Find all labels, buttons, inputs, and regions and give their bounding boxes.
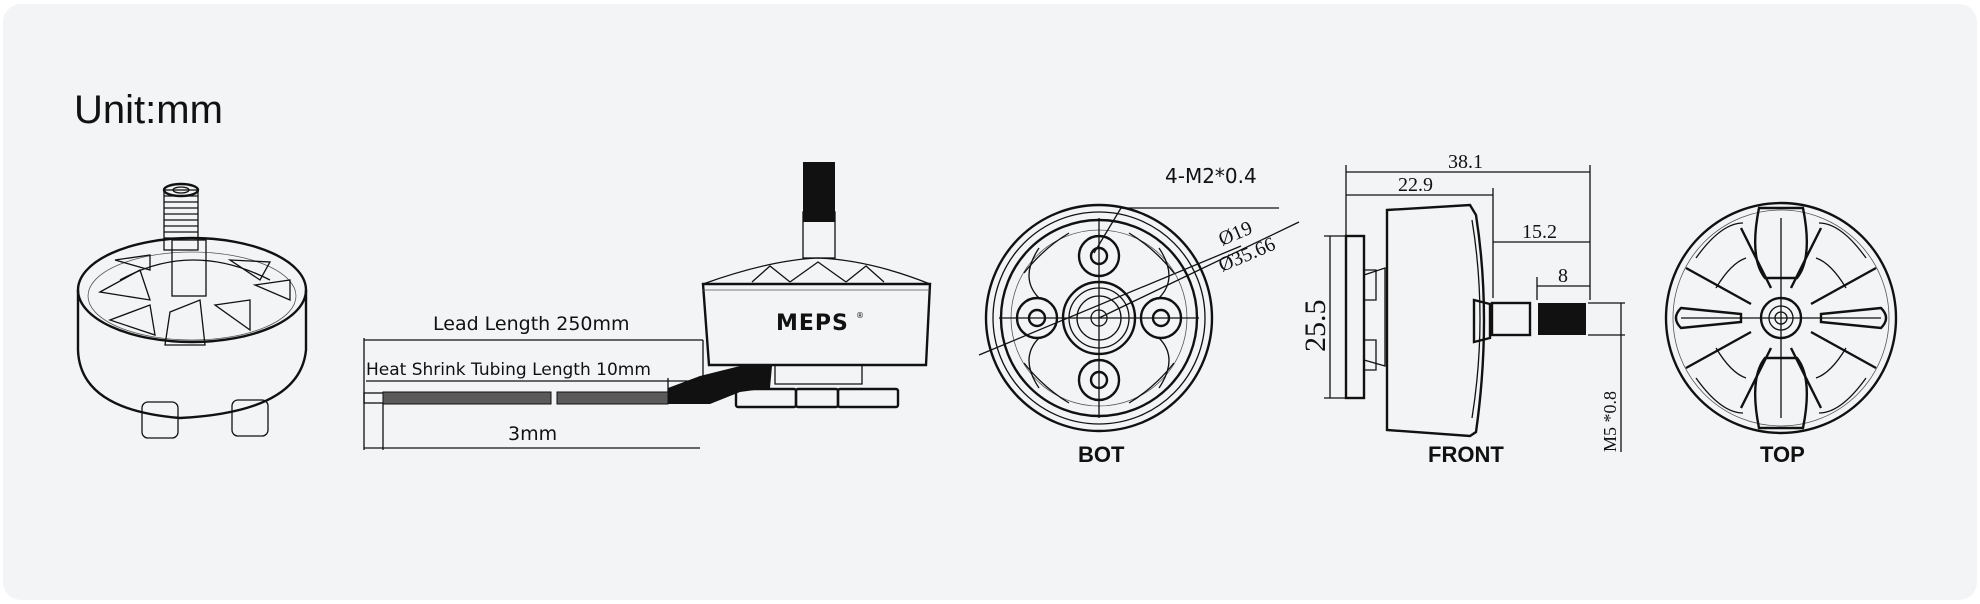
thread-callout: 4-M2*0.4 [1165, 164, 1257, 188]
shaft-thread-label: M5 *0.8 [1600, 391, 1620, 452]
side-view: MEPS ® Lead Length 250mm Heat Shrink Tub… [363, 162, 932, 450]
top-view-label: TOP [1760, 442, 1805, 467]
brand-logo: MEPS [776, 311, 849, 336]
heat-shrink-label: Heat Shrink Tubing Length 10mm [366, 360, 651, 380]
lead-length-label: Lead Length 250mm [433, 313, 630, 335]
iso-view [76, 182, 308, 439]
unit-label: Unit:mm [74, 88, 223, 132]
front-view: 38.1 22.9 15.2 8 25.5 M5 *0.8 [1299, 151, 1625, 452]
bot-view [978, 203, 1300, 433]
svg-text:®: ® [856, 311, 864, 320]
strip-length-label: 3mm [508, 423, 557, 445]
top-view [1664, 201, 1898, 435]
body-length-label: 22.9 [1398, 174, 1433, 196]
shaft-length-label: 15.2 [1522, 221, 1557, 243]
thread-length-label: 8 [1558, 265, 1568, 287]
overall-length-label: 38.1 [1448, 151, 1483, 173]
height-label: 25.5 [1299, 300, 1332, 353]
drawing-card [3, 4, 1977, 600]
front-view-label: FRONT [1428, 442, 1504, 467]
bot-view-label: BOT [1078, 442, 1125, 467]
